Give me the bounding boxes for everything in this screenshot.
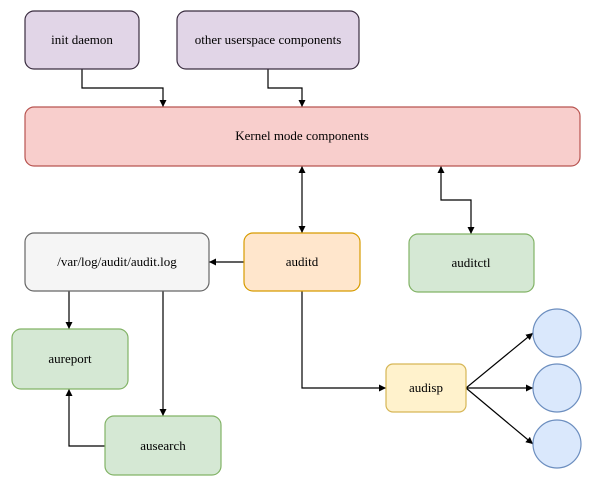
node-init-daemon-label: init daemon [51,32,113,47]
edge-kernel-auditctl [437,166,475,234]
node-ausearch-label: ausearch [140,438,186,453]
node-audisp-box [385,363,467,413]
edge-userspace-to-kernel [267,69,306,107]
edge-init-to-kernel [81,69,167,107]
node-kernel-mode-components-box [24,106,581,167]
node-plugin-3[interactable] [532,419,582,469]
edge-ausearch-to-aureport [65,389,105,447]
node-auditd[interactable]: auditd [243,232,361,292]
node-audit-log-label: /var/log/audit/audit.log [57,254,177,269]
node-auditd-box [243,232,361,292]
edge-auditd-to-audisp [301,291,386,392]
node-audisp-label: audisp [409,380,443,395]
node-other-userspace-components-label: other userspace components [195,32,342,47]
node-aureport-box [11,328,129,390]
node-kernel-mode-components-label: Kernel mode components [235,128,369,143]
edge-audisp-to-plugin-3 [465,387,534,445]
node-auditd-label: auditd [286,254,319,269]
node-aureport[interactable]: aureport [11,328,129,390]
node-init-daemon-box [24,10,140,70]
node-kernel-mode-components[interactable]: Kernel mode components [24,106,581,167]
node-audisp[interactable]: audisp [385,363,467,413]
node-auditctl-label: auditctl [452,255,491,270]
node-auditctl-box [408,233,535,293]
node-plugin-2[interactable] [532,363,582,413]
nodes: init daemon other userspace components K… [11,10,582,476]
node-audit-log[interactable]: /var/log/audit/audit.log [24,232,210,292]
node-other-userspace-components[interactable]: other userspace components [176,10,360,70]
node-ausearch[interactable]: ausearch [104,415,222,476]
node-audit-log-box [24,232,210,292]
edge-audisp-to-plugin-1 [465,332,534,389]
node-aureport-label: aureport [48,351,92,366]
node-auditctl[interactable]: auditctl [408,233,535,293]
edges [65,69,534,447]
node-other-userspace-components-box [176,10,360,70]
node-ausearch-box [104,415,222,476]
node-init-daemon[interactable]: init daemon [24,10,140,70]
node-plugin-1[interactable] [532,308,582,358]
